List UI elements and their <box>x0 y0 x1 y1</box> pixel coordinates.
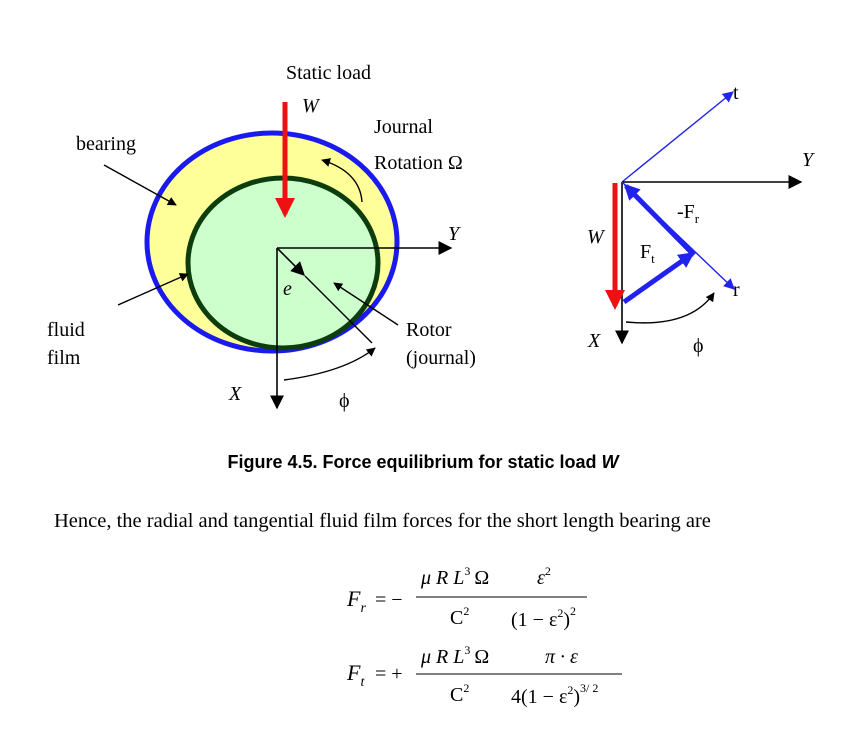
svg-text:Ft: Ft <box>346 660 365 690</box>
w-label-right: W <box>587 226 606 248</box>
svg-text:Fr: Fr <box>346 586 366 616</box>
rotation-arrow <box>321 158 363 203</box>
figure-caption: Figure 4.5. Force equilibrium for static… <box>0 452 846 473</box>
film-label: film <box>47 347 81 369</box>
journal-label: Journal <box>374 116 433 138</box>
rotor-label: Rotor <box>406 319 452 341</box>
rotation-label: Rotation Ω <box>374 152 463 174</box>
fluid-label: fluid <box>47 319 85 341</box>
neg-fr-label: -Fr <box>677 201 700 226</box>
caption-italic-w: W <box>601 452 619 472</box>
svg-text:π · ε: π · ε <box>545 646 578 668</box>
fluid-film-pointer <box>117 273 189 306</box>
bearing-pointer <box>103 164 177 206</box>
phi-label-right: ϕ <box>693 335 704 357</box>
t-axis <box>621 91 734 183</box>
x-label-right: X <box>587 330 601 352</box>
t-label: t <box>733 82 739 104</box>
bearing-label: bearing <box>76 133 136 155</box>
svg-text:μ R L3Ω: μ R L3Ω <box>420 643 489 668</box>
r-label: r <box>733 279 740 301</box>
body-paragraph: Hence, the radial and tangential fluid f… <box>54 510 711 532</box>
y-label-right: Y <box>802 149 815 171</box>
journal-paren-label: (journal) <box>406 347 476 369</box>
x-label-left: X <box>228 383 242 405</box>
line-of-centers <box>304 275 373 344</box>
eccentricity-arrow <box>277 248 305 276</box>
e-label: e <box>283 278 292 300</box>
ft-vector <box>622 251 695 305</box>
phi-arc-left <box>283 347 376 381</box>
y-label-left: Y <box>448 223 461 245</box>
svg-text:C2: C2 <box>450 681 469 706</box>
svg-text:= −: = − <box>375 589 403 611</box>
w-label-left: W <box>302 95 321 117</box>
svg-text:= +: = + <box>375 663 403 685</box>
static-load-label: Static load <box>286 62 371 84</box>
neg-fr-vector <box>623 183 696 257</box>
phi-label-left: ϕ <box>339 390 350 412</box>
svg-text:C2: C2 <box>450 604 469 629</box>
ft-label: Ft <box>640 241 655 266</box>
svg-text:(1 − ε2)2: (1 − ε2)2 <box>511 604 576 631</box>
rotor-pointer <box>333 282 399 326</box>
svg-text:μ R L3Ω: μ R L3Ω <box>420 564 489 589</box>
caption-text: Figure 4.5. Force equilibrium for static… <box>227 452 602 472</box>
svg-text:ε2: ε2 <box>537 564 551 589</box>
phi-arc-right <box>625 292 715 324</box>
svg-text:4(1 − ε2)3/ 2: 4(1 − ε2)3/ 2 <box>511 681 598 708</box>
